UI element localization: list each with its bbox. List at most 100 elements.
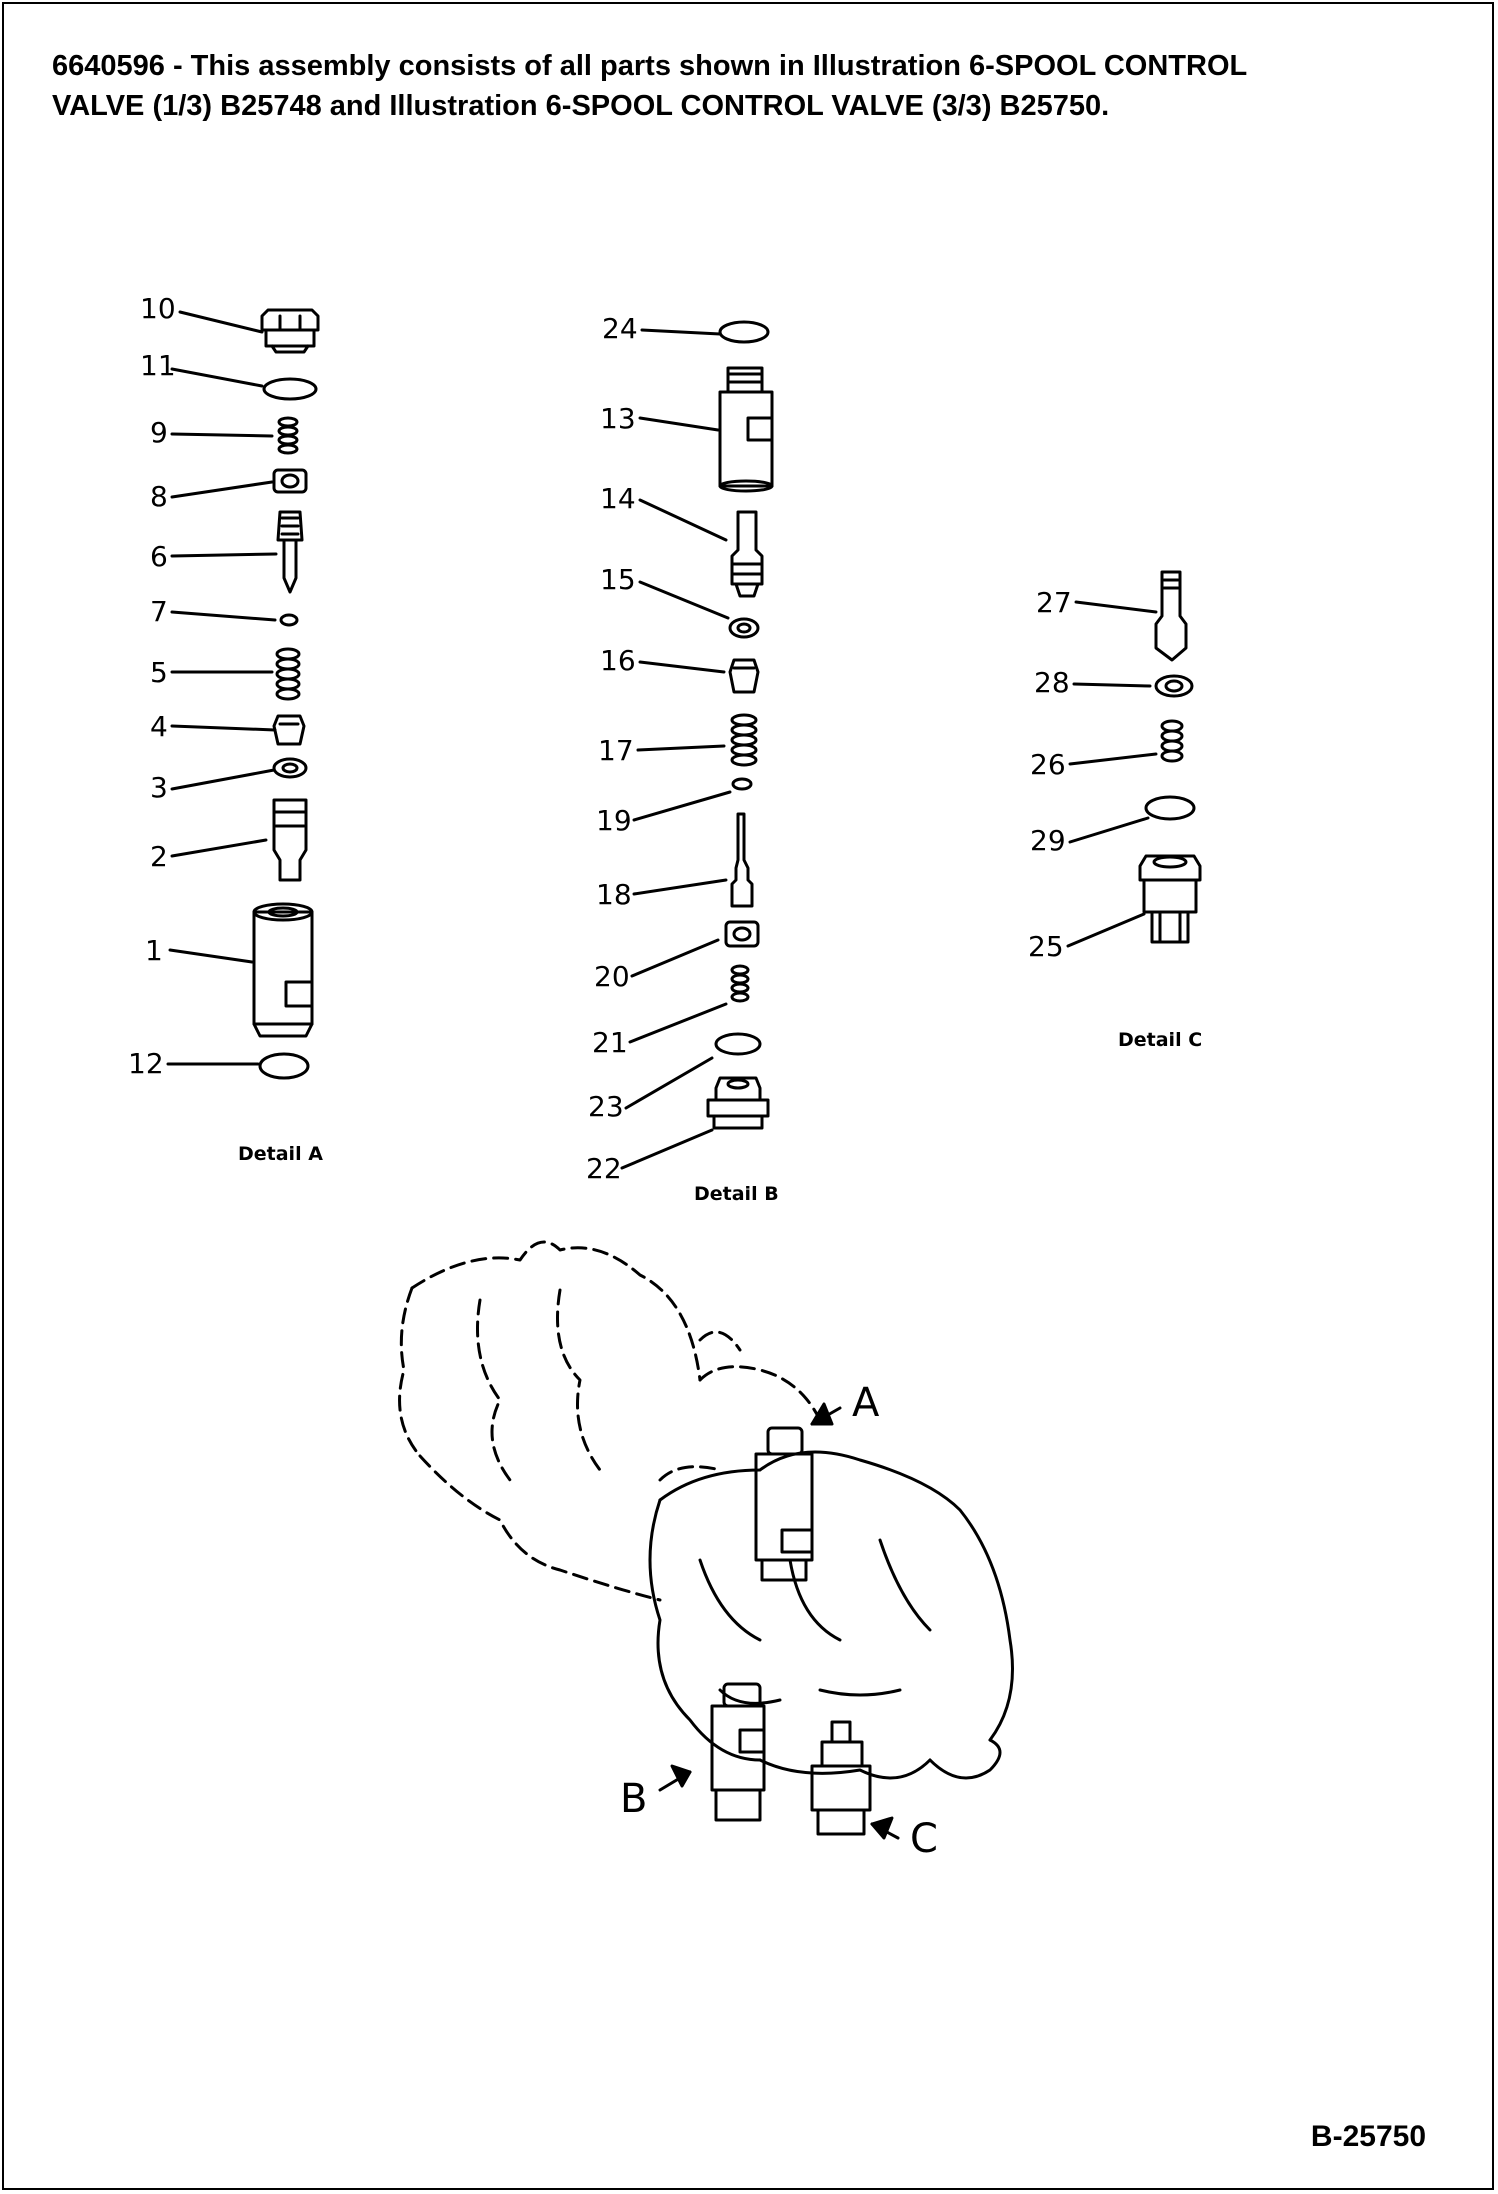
leader-25 bbox=[1066, 912, 1146, 948]
label-14: 14 bbox=[600, 482, 636, 515]
part-22-plug bbox=[706, 1076, 770, 1130]
leader-17 bbox=[636, 744, 726, 752]
callout-a: A bbox=[852, 1380, 880, 1426]
installed-part-c bbox=[810, 1720, 872, 1836]
label-1: 1 bbox=[145, 934, 163, 967]
part-4-piston bbox=[272, 714, 306, 746]
part-25-plug bbox=[1138, 854, 1202, 944]
part-7-ring bbox=[279, 613, 299, 627]
label-8: 8 bbox=[150, 480, 168, 513]
leader-18 bbox=[632, 878, 728, 896]
label-15: 15 bbox=[600, 563, 636, 596]
leader-9 bbox=[170, 432, 274, 438]
part-15-ring bbox=[728, 617, 760, 639]
label-9: 9 bbox=[150, 416, 168, 449]
part-3-ring bbox=[272, 757, 308, 779]
part-11-oring bbox=[262, 377, 318, 401]
leader-23 bbox=[624, 1056, 714, 1110]
detail-a-group: 10 11 9 8 6 7 5 4 3 2 1 12 bbox=[128, 292, 323, 1165]
label-6: 6 bbox=[150, 540, 168, 573]
label-20: 20 bbox=[594, 960, 630, 993]
title-line-2: VALVE (1/3) B25748 and Illustration 6-SP… bbox=[52, 90, 1110, 122]
label-18: 18 bbox=[596, 878, 632, 911]
leader-16 bbox=[638, 660, 726, 674]
leader-1 bbox=[168, 948, 254, 964]
leader-27 bbox=[1074, 600, 1158, 614]
leader-28 bbox=[1072, 682, 1152, 688]
arrow-c-head bbox=[870, 1816, 894, 1840]
part-9-spring bbox=[277, 416, 299, 455]
label-2: 2 bbox=[150, 840, 168, 873]
part-14-poppet bbox=[730, 510, 764, 598]
leader-8 bbox=[170, 480, 274, 499]
leader-10 bbox=[178, 310, 264, 334]
title-line-1: 6640596 - This assembly consists of all … bbox=[52, 50, 1248, 82]
leader-4 bbox=[170, 724, 277, 732]
label-25: 25 bbox=[1028, 930, 1064, 963]
leader-21 bbox=[628, 1002, 728, 1044]
label-21: 21 bbox=[592, 1026, 628, 1059]
callout-c: C bbox=[910, 1816, 938, 1862]
arrow-a-head bbox=[810, 1402, 834, 1426]
label-7: 7 bbox=[150, 595, 168, 628]
detail-a-caption: Detail A bbox=[238, 1143, 323, 1165]
part-16-piston bbox=[728, 658, 760, 694]
leader-14 bbox=[638, 498, 728, 542]
part-21-spring bbox=[730, 964, 750, 1003]
label-17: 17 bbox=[598, 734, 634, 767]
part-29-oring bbox=[1144, 795, 1196, 821]
installed-part-b bbox=[710, 1682, 766, 1822]
leader-19 bbox=[632, 790, 732, 822]
detail-b-group: 24 13 14 15 16 17 19 18 20 21 23 22 bbox=[586, 312, 779, 1205]
leader-26 bbox=[1068, 752, 1158, 766]
leader-3 bbox=[170, 768, 276, 791]
label-22: 22 bbox=[586, 1152, 622, 1185]
label-13: 13 bbox=[600, 402, 636, 435]
label-4: 4 bbox=[150, 710, 168, 743]
leader-20 bbox=[630, 938, 720, 978]
leader-11 bbox=[170, 367, 264, 388]
figure-id: B-25750 bbox=[1310, 2120, 1426, 2153]
valve-block-lower bbox=[648, 1450, 1014, 1780]
leader-24 bbox=[640, 328, 722, 336]
part-8-ring bbox=[272, 468, 308, 494]
part-23-oring bbox=[714, 1032, 762, 1056]
part-5-spring bbox=[275, 647, 301, 701]
valve-assembly-view: A B C bbox=[398, 1240, 1014, 1862]
label-3: 3 bbox=[150, 771, 168, 804]
label-26: 26 bbox=[1030, 748, 1066, 781]
label-23: 23 bbox=[588, 1090, 624, 1123]
part-24-oring bbox=[718, 320, 770, 344]
installed-part-a bbox=[754, 1426, 814, 1582]
leader-29 bbox=[1068, 816, 1150, 844]
part-19-ring bbox=[731, 777, 753, 791]
label-19: 19 bbox=[596, 804, 632, 837]
part-2-sleeve bbox=[272, 798, 308, 882]
detail-b-caption: Detail B bbox=[694, 1183, 779, 1205]
valve-block-outline bbox=[398, 1240, 822, 1602]
part-26-spring bbox=[1160, 719, 1184, 763]
label-5: 5 bbox=[150, 656, 168, 689]
part-10-plug bbox=[260, 308, 320, 354]
detail-c-caption: Detail C bbox=[1118, 1029, 1202, 1051]
detail-c-group: 27 28 26 29 25 bbox=[1028, 570, 1202, 1051]
callout-b: B bbox=[620, 1776, 647, 1822]
page-title: 6640596 - This assembly consists of all … bbox=[52, 46, 1432, 126]
part-20-nut bbox=[724, 920, 760, 948]
leader-7 bbox=[170, 610, 277, 622]
label-29: 29 bbox=[1030, 824, 1066, 857]
part-17-spring bbox=[730, 713, 758, 767]
part-6-poppet bbox=[276, 510, 304, 594]
part-28-ring bbox=[1154, 674, 1194, 698]
part-13-body bbox=[718, 366, 774, 493]
label-11: 11 bbox=[140, 349, 176, 382]
label-28: 28 bbox=[1034, 666, 1070, 699]
part-1-body bbox=[252, 902, 314, 1038]
label-10: 10 bbox=[140, 292, 176, 325]
label-27: 27 bbox=[1036, 586, 1072, 619]
leader-22 bbox=[620, 1128, 714, 1170]
leader-13 bbox=[638, 416, 720, 432]
part-18-needle bbox=[730, 812, 754, 908]
label-16: 16 bbox=[600, 644, 636, 677]
